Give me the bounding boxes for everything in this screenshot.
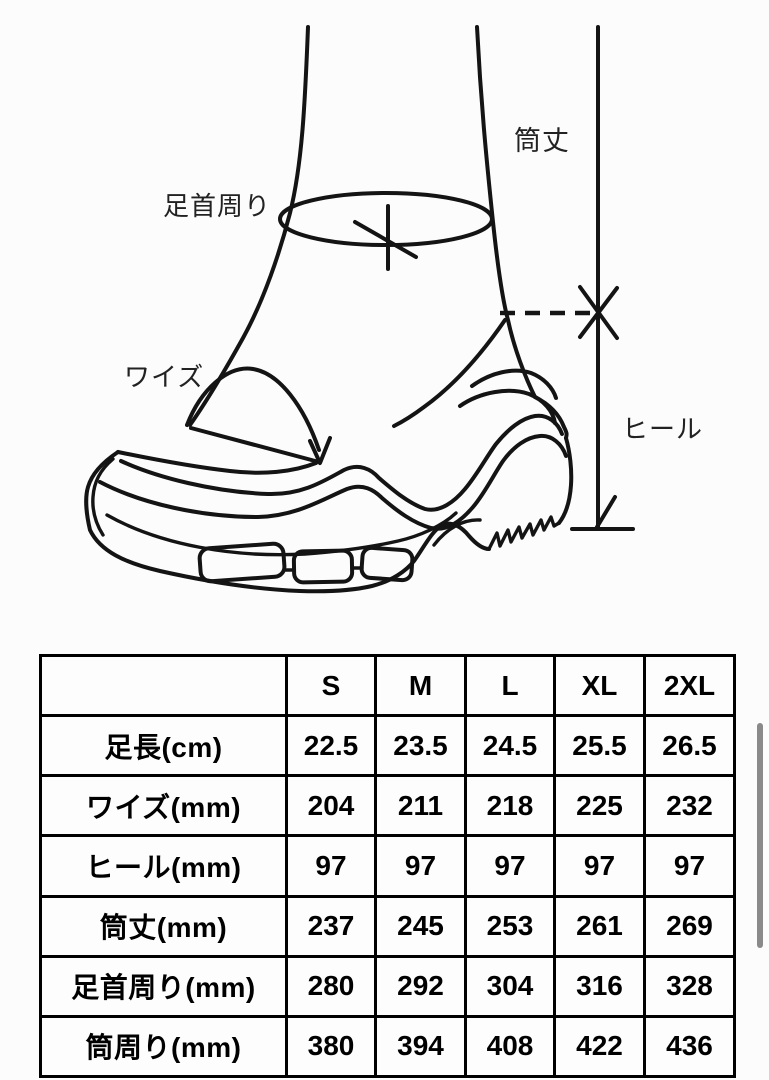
row-label: 筒周り(mm): [39, 1014, 288, 1079]
size-value-cell: 97: [374, 834, 467, 898]
table-row-foot-length: 足長(cm) 22.5 23.5 24.5 25.5 26.5: [39, 714, 736, 778]
row-label: ヒール(mm): [39, 834, 288, 898]
size-table-corner-cell: [39, 653, 288, 718]
size-value-cell: 380: [285, 1014, 377, 1079]
size-value-cell: 204: [285, 774, 377, 838]
label-heel: ヒール: [622, 414, 704, 444]
size-value-cell: 304: [464, 954, 556, 1018]
size-col-header-l: L: [464, 653, 556, 718]
ankle-cross-mark: [353, 204, 418, 271]
size-col-header-m: M: [374, 653, 467, 718]
label-ankle-girth: 足首周り: [163, 191, 272, 221]
size-value-cell: 25.5: [553, 714, 646, 778]
size-value-cell: 328: [643, 954, 736, 1018]
table-row-width: ワイズ(mm) 204 211 218 225 232: [39, 774, 736, 838]
size-value-cell: 237: [285, 894, 377, 958]
size-value-cell: 211: [374, 774, 467, 838]
size-value-cell: 218: [464, 774, 556, 838]
size-value-cell: 97: [643, 834, 736, 898]
table-row-shaft-girth: 筒周り(mm) 380 394 408 422 436: [39, 1014, 736, 1079]
row-label: ワイズ(mm): [39, 774, 288, 838]
size-value-cell: 232: [643, 774, 736, 838]
size-table-header-row: S M L XL 2XL: [39, 653, 736, 718]
size-value-cell: 280: [285, 954, 377, 1018]
row-label: 足首周り(mm): [39, 954, 288, 1018]
size-value-cell: 22.5: [285, 714, 377, 778]
size-value-cell: 225: [553, 774, 646, 838]
size-value-cell: 316: [553, 954, 646, 1018]
size-value-cell: 269: [643, 894, 736, 958]
size-value-cell: 245: [374, 894, 467, 958]
size-value-cell: 422: [553, 1014, 646, 1079]
sole-blocks: [197, 541, 415, 585]
size-value-cell: 97: [285, 834, 377, 898]
size-value-cell: 261: [553, 894, 646, 958]
row-label: 筒丈(mm): [39, 894, 288, 958]
label-shaft-height: 筒丈: [514, 126, 570, 156]
label-width: ワイズ: [124, 362, 205, 392]
size-value-cell: 253: [464, 894, 556, 958]
size-value-cell: 97: [553, 834, 646, 898]
size-col-header-2xl: 2XL: [643, 653, 736, 718]
size-value-cell: 24.5: [464, 714, 556, 778]
size-value-cell: 97: [464, 834, 556, 898]
table-row-ankle-girth: 足首周り(mm) 280 292 304 316 328: [39, 954, 736, 1018]
table-row-heel: ヒール(mm) 97 97 97 97 97: [39, 834, 736, 898]
shaft-measure-line: [500, 25, 635, 531]
row-label: 足長(cm): [39, 714, 288, 778]
size-value-cell: 436: [643, 1014, 736, 1079]
size-value-cell: 23.5: [374, 714, 467, 778]
size-col-header-s: S: [285, 653, 377, 718]
width-arc-arrow: [185, 366, 332, 465]
size-guide-illustration: [84, 25, 635, 594]
size-value-cell: 292: [374, 954, 467, 1018]
size-value-cell: 26.5: [643, 714, 736, 778]
size-value-cell: 394: [374, 1014, 467, 1079]
size-table: S M L XL 2XL 足長(cm) 22.5 23.5 24.5 25.5 …: [39, 653, 736, 1079]
size-value-cell: 408: [464, 1014, 556, 1079]
table-row-shaft-height: 筒丈(mm) 237 245 253 261 269: [39, 894, 736, 958]
size-col-header-xl: XL: [553, 653, 646, 718]
sole-tread-zigzag: [487, 515, 561, 551]
scrollbar-thumb[interactable]: [757, 723, 763, 948]
